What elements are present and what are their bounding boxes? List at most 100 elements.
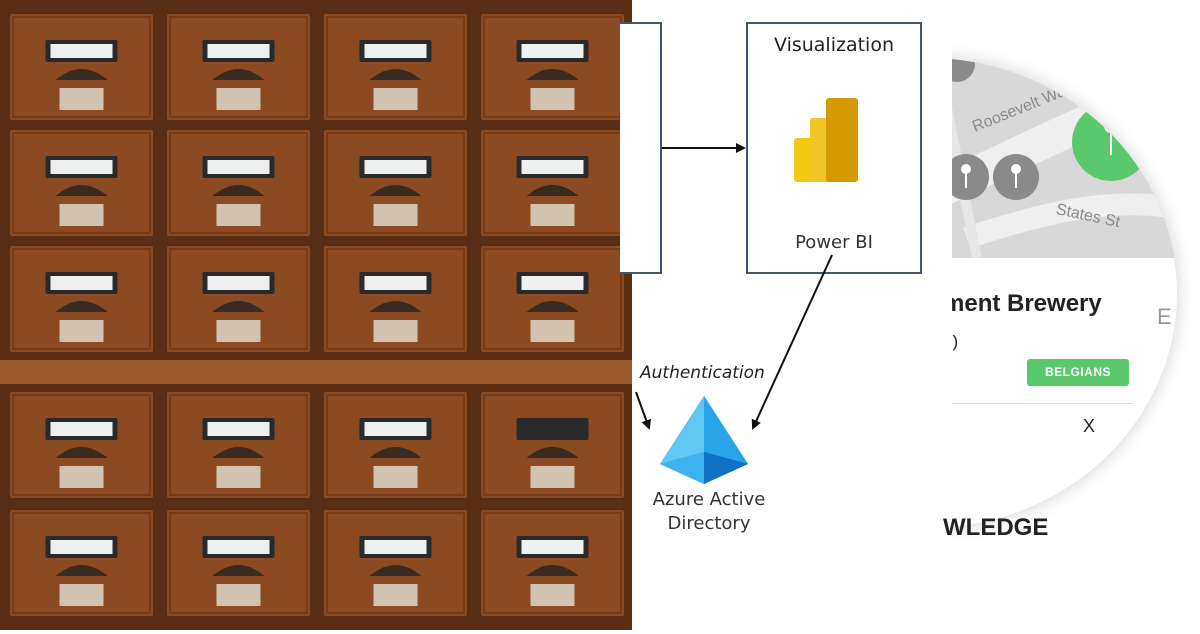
drawer-label bbox=[50, 276, 113, 290]
drawer bbox=[324, 510, 467, 616]
drawer-label bbox=[50, 160, 113, 174]
authentication-label: Authentication bbox=[640, 363, 765, 383]
drawer-edge bbox=[169, 132, 308, 234]
drawer bbox=[10, 392, 153, 498]
drawer bbox=[481, 246, 624, 352]
drawer bbox=[481, 392, 624, 498]
drawer-tag bbox=[216, 204, 261, 226]
map-pin-active[interactable] bbox=[1072, 103, 1150, 181]
drawer bbox=[167, 14, 310, 120]
drawer bbox=[481, 510, 624, 616]
drawer-tag bbox=[373, 320, 418, 342]
drawer-tag bbox=[530, 88, 575, 110]
drawer-tag bbox=[530, 584, 575, 606]
drawer-label bbox=[521, 44, 584, 58]
drawer-label bbox=[50, 422, 113, 436]
cabinet-shelf bbox=[0, 360, 632, 384]
drawer-label bbox=[207, 540, 270, 554]
label-holder bbox=[516, 418, 589, 440]
drawer bbox=[10, 510, 153, 616]
drawer-label bbox=[521, 540, 584, 554]
powerbi-icon bbox=[794, 98, 858, 182]
rating-count: 4) bbox=[952, 332, 959, 351]
drawer-label bbox=[50, 540, 113, 554]
drawer-edge bbox=[12, 248, 151, 350]
drawer-label bbox=[364, 160, 427, 174]
pin-stem bbox=[1110, 131, 1112, 155]
drawer-handle bbox=[55, 447, 108, 458]
drawer-handle bbox=[369, 565, 422, 576]
drawer bbox=[10, 246, 153, 352]
drawer-label bbox=[364, 540, 427, 554]
pin-stem bbox=[965, 172, 967, 188]
map-view[interactable]: Roosevelt Way States St bbox=[952, 58, 1177, 258]
cut-letter: E bbox=[1157, 304, 1172, 329]
drawer bbox=[10, 14, 153, 120]
map-pin-inactive-3[interactable] bbox=[993, 154, 1039, 200]
drawer bbox=[481, 14, 624, 120]
drawer-handle bbox=[212, 447, 265, 458]
drawer bbox=[167, 130, 310, 236]
drawer-tag bbox=[373, 584, 418, 606]
drawer-tag bbox=[216, 88, 261, 110]
aad-label-line1: Azure Active bbox=[652, 489, 766, 510]
drawer-handle bbox=[212, 69, 265, 80]
drawer-edge bbox=[483, 512, 622, 614]
architecture-diagram: Visualization Power BI Authentication Az… bbox=[620, 0, 952, 630]
drawer-label bbox=[207, 160, 270, 174]
map-pin-inactive-1[interactable] bbox=[952, 58, 975, 82]
drawer-tag bbox=[530, 320, 575, 342]
drawer-edge bbox=[12, 16, 151, 118]
drawer-edge bbox=[483, 394, 622, 496]
card-catalog-cabinet-illustration bbox=[0, 0, 632, 630]
drawer-tag bbox=[59, 320, 104, 342]
drawer-tag bbox=[530, 204, 575, 226]
azure-active-directory-icon bbox=[660, 396, 748, 484]
arrow-auth-to-aad bbox=[635, 391, 651, 430]
drawer-handle bbox=[55, 69, 108, 80]
visualization-title: Visualization bbox=[773, 34, 894, 56]
drawer-handle bbox=[55, 565, 108, 576]
drawer bbox=[10, 130, 153, 236]
drawer-handle bbox=[369, 447, 422, 458]
drawer-tag bbox=[59, 204, 104, 226]
card-catalog-photo bbox=[0, 0, 632, 630]
drawer-label bbox=[207, 422, 270, 436]
drawer bbox=[167, 246, 310, 352]
close-icon[interactable]: X bbox=[1083, 416, 1096, 436]
drawer-handle bbox=[369, 301, 422, 312]
category-tag[interactable]: BELGIANS bbox=[1027, 359, 1129, 386]
drawer-edge bbox=[169, 16, 308, 118]
drawer-edge bbox=[326, 248, 465, 350]
aad-label: Azure Active Directory bbox=[634, 488, 784, 536]
drawer-label bbox=[364, 44, 427, 58]
drawer-tag bbox=[373, 204, 418, 226]
powerbi-label: Power BI bbox=[795, 232, 873, 253]
map-app-panel: Roosevelt Way States St ment Brewery 4) … bbox=[952, 0, 1200, 630]
drawer bbox=[324, 392, 467, 498]
pin-icon bbox=[1011, 164, 1021, 174]
drawer-handle bbox=[526, 69, 579, 80]
drawer-handle bbox=[212, 565, 265, 576]
map-pin-inactive-2[interactable] bbox=[952, 154, 989, 200]
drawer bbox=[481, 130, 624, 236]
drawer-edge bbox=[12, 394, 151, 496]
drawer-label bbox=[521, 276, 584, 290]
drawer-edge bbox=[326, 394, 465, 496]
drawer-edge bbox=[326, 132, 465, 234]
drawer-tag bbox=[216, 466, 261, 488]
drawer-tag bbox=[530, 466, 575, 488]
drawer-tag bbox=[216, 584, 261, 606]
source-box-partial bbox=[620, 22, 662, 274]
drawer-tag bbox=[59, 584, 104, 606]
magnifier-lens: Roosevelt Way States St ment Brewery 4) … bbox=[952, 58, 1177, 528]
drawer-tag bbox=[59, 466, 104, 488]
drawer-handle bbox=[55, 301, 108, 312]
aad-label-line2: Directory bbox=[667, 513, 751, 534]
drawer-handle bbox=[212, 301, 265, 312]
drawer-tag bbox=[59, 88, 104, 110]
pin-stem bbox=[1015, 172, 1017, 188]
section-heading: WLEDGE bbox=[943, 514, 1049, 541]
drawer bbox=[324, 246, 467, 352]
drawer-edge bbox=[169, 512, 308, 614]
